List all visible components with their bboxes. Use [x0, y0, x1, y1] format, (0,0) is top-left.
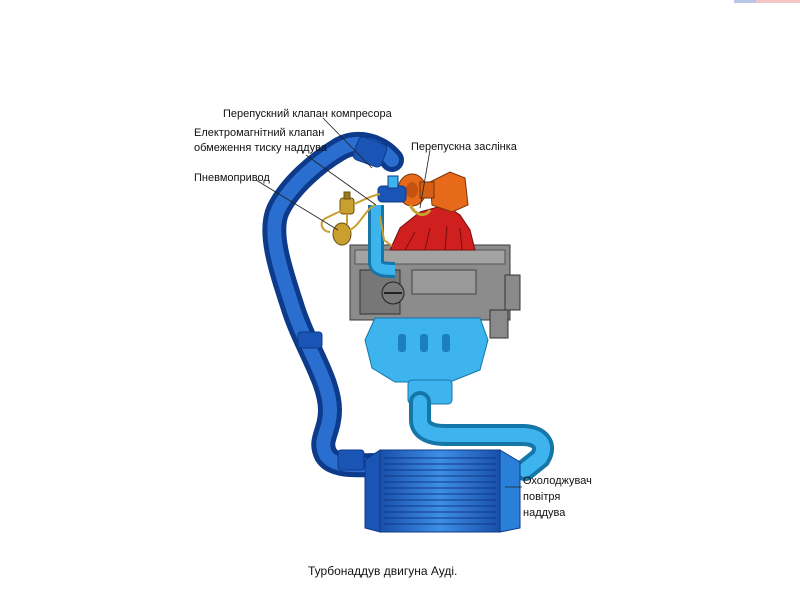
intercooler [364, 449, 521, 533]
label-intercooler-line3: наддува [523, 507, 566, 519]
leader-lines [255, 117, 522, 488]
turbocharger [397, 171, 469, 213]
label-wastegate: Перепускна заслінка [411, 141, 518, 153]
leader-compressor-bypass-valve [322, 117, 373, 169]
label-compressor-bypass-valve: Перепускний клапан компресора [223, 108, 393, 120]
label-boost-limit-solenoid-line1: Електромагнітний клапан [194, 127, 324, 139]
charge-pipe-to-intercooler [262, 131, 404, 478]
exhaust-manifold [389, 204, 476, 251]
label-intercooler-line1: Охолоджувач [523, 475, 592, 487]
label-pneumatic-actuator: Пневмопривод [194, 172, 270, 184]
intake-manifold [364, 317, 489, 383]
figure-caption: Турбонаддув двигуна Ауді. [308, 564, 457, 578]
leader-boost-limit-solenoid [305, 154, 377, 206]
engine-block [349, 244, 521, 339]
leader-pneumatic-actuator [255, 179, 339, 231]
charge-pipe-from-intercooler [409, 391, 554, 481]
compressor-intake-pipe [368, 205, 396, 278]
leader-wastegate [419, 149, 431, 209]
label-boost-limit-solenoid-line2: обмеження тиску наддува [194, 142, 328, 154]
compressor-bypass-valve [377, 175, 407, 203]
window-corner-decoration [734, 0, 800, 3]
pneumatic-actuator [320, 204, 376, 246]
wastegate-valve [408, 204, 432, 217]
label-intercooler-line2: повітря [523, 491, 560, 503]
oil-filler-cap [381, 281, 405, 305]
